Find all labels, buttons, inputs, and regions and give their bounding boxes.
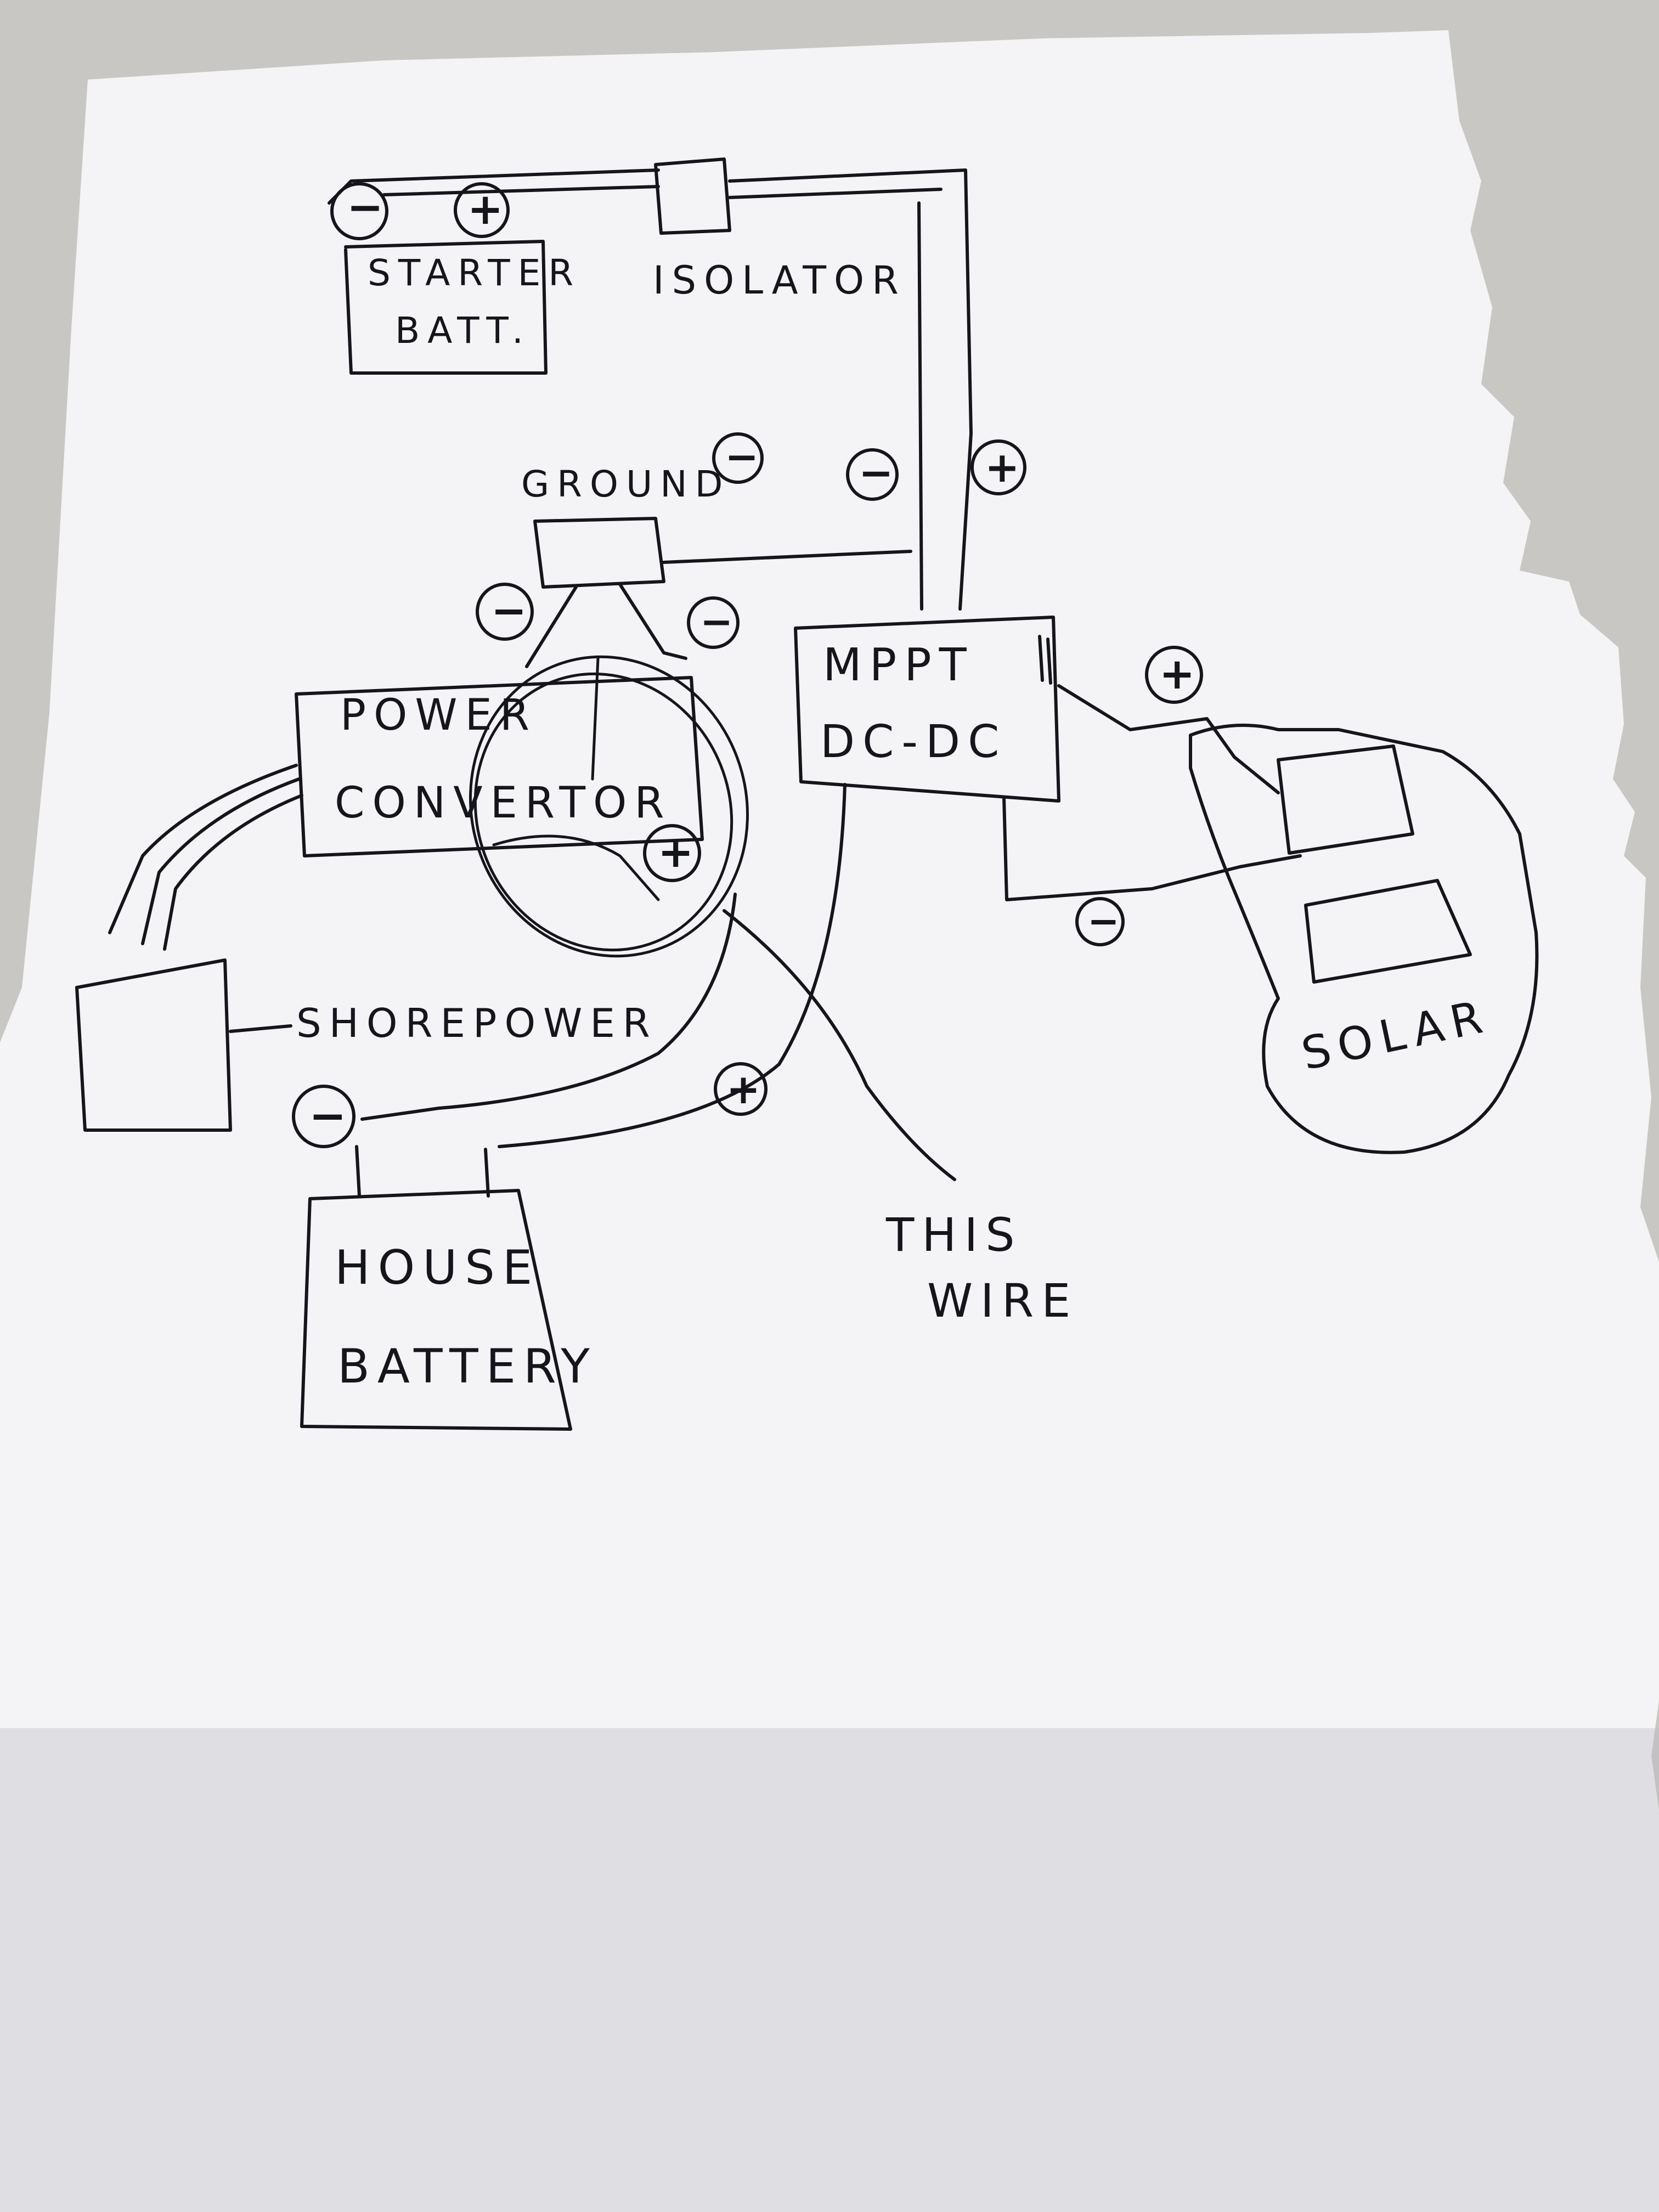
paper-shadow [0,1728,1659,2212]
wire-starter-to-isolator-top [328,168,660,205]
solar-outline [1189,724,1539,1154]
ground-bus-box [533,517,665,589]
house-battery-label-line2: BATTERY [337,1339,597,1394]
ground-bus: GROUND − [521,432,764,589]
converter-positive-marker [643,824,701,882]
paper-sheet [0,30,1659,2212]
house-negative-post [355,1145,361,1198]
pointer-this-wire [723,909,956,1181]
mppt-input-positive-marker [970,439,1026,495]
wire-ground-to-converter-left [525,585,578,668]
converter-positive-sign: + [658,828,693,877]
power-converter-box [295,676,704,857]
solar-negative-sign: − [1087,899,1120,944]
starter-battery-box [344,240,548,375]
shore-power-label: SHOREPOWER [296,1000,658,1046]
house-positive-marker [714,1062,768,1116]
wire-converter-shore-1 [108,764,298,934]
converter-negative-marker [476,583,534,641]
starter-battery-label-line2: BATT. [395,309,531,352]
house-negative-sign: − [309,1090,347,1142]
starter-negative-sign: − [347,182,383,233]
ground-link-negative-sign: − [700,599,733,645]
mppt-input-positive-sign: + [985,443,1020,492]
house-positive-post [484,1148,490,1198]
house-battery-label-line1: HOUSE [335,1240,540,1295]
house-positive-sign: + [726,1066,760,1113]
house-battery-box [300,1189,572,1431]
isolator: ISOLATOR [653,157,906,303]
wire-starter-to-isolator-bottom [382,185,660,196]
mppt-dc-dc-charger: MPPT DC-DC [794,616,1060,803]
wire-ground-to-converter-right [618,583,687,660]
starter-battery-label-line1: STARTER [368,252,581,294]
starter-negative-terminal [330,182,388,240]
starter-positive-terminal [454,182,510,238]
this-wire-label-line1: THIS [885,1208,1023,1262]
solar-positive-marker [1145,646,1203,704]
house-battery: HOUSE BATTERY [300,1145,597,1431]
wire-converter-shore-2 [141,777,301,945]
shore-power-box [75,958,232,1132]
power-converter-label-line2: CONVERTOR [335,778,672,828]
power-converter-label-line1: POWER [340,691,537,740]
solar-panel-2 [1304,879,1472,984]
mppt-box [794,616,1060,803]
isolator-label: ISOLATOR [653,258,906,303]
wire-isolator-to-mppt-inner [917,201,923,611]
wire-mppt-to-house-positive [498,783,847,1148]
ground-negative-marker [712,432,764,484]
wire-converter-to-house-negative [360,893,737,1121]
wire-isolator-to-mppt-outer [728,168,973,611]
solar-negative-marker [1075,897,1125,946]
shore-power-inlet: SHOREPOWER [75,958,658,1132]
wire-isolator-stub [728,188,943,199]
wire-ground-to-mppt [662,550,912,564]
mppt-input-negative-sign: − [859,448,894,497]
mppt-label-line2: DC-DC [820,716,1007,768]
mppt-label-line1: MPPT [823,639,974,691]
ground-negative-sign: − [725,433,759,481]
isolator-box [654,157,731,235]
shore-power-leader [229,1024,292,1033]
house-negative-marker [292,1085,356,1148]
circled-wire-vertical [591,657,600,781]
wire-mppt-tick-a [1038,635,1044,682]
solar-panel-1 [1277,744,1414,855]
circled-wire-highlight-inner [473,672,733,952]
solar-positive-sign: + [1159,650,1195,699]
circled-wire-highlight-outer [469,655,749,958]
this-wire-annotation: THIS WIRE [885,1208,1078,1328]
wire-mppt-solar-negative [1002,797,1302,901]
wire-mppt-tick-b [1046,637,1052,685]
circled-wire-segment [492,834,660,901]
this-wire-label-line2: WIRE [927,1274,1078,1328]
ground-link-negative-marker [687,596,740,649]
power-converter: POWER CONVERTOR [295,676,704,857]
wire-mppt-solar-positive [1057,684,1280,794]
mppt-input-negative-marker [846,448,899,501]
wire-converter-shore-3 [163,794,303,951]
converter-negative-sign: − [491,586,527,636]
ground-label: GROUND [521,463,730,505]
